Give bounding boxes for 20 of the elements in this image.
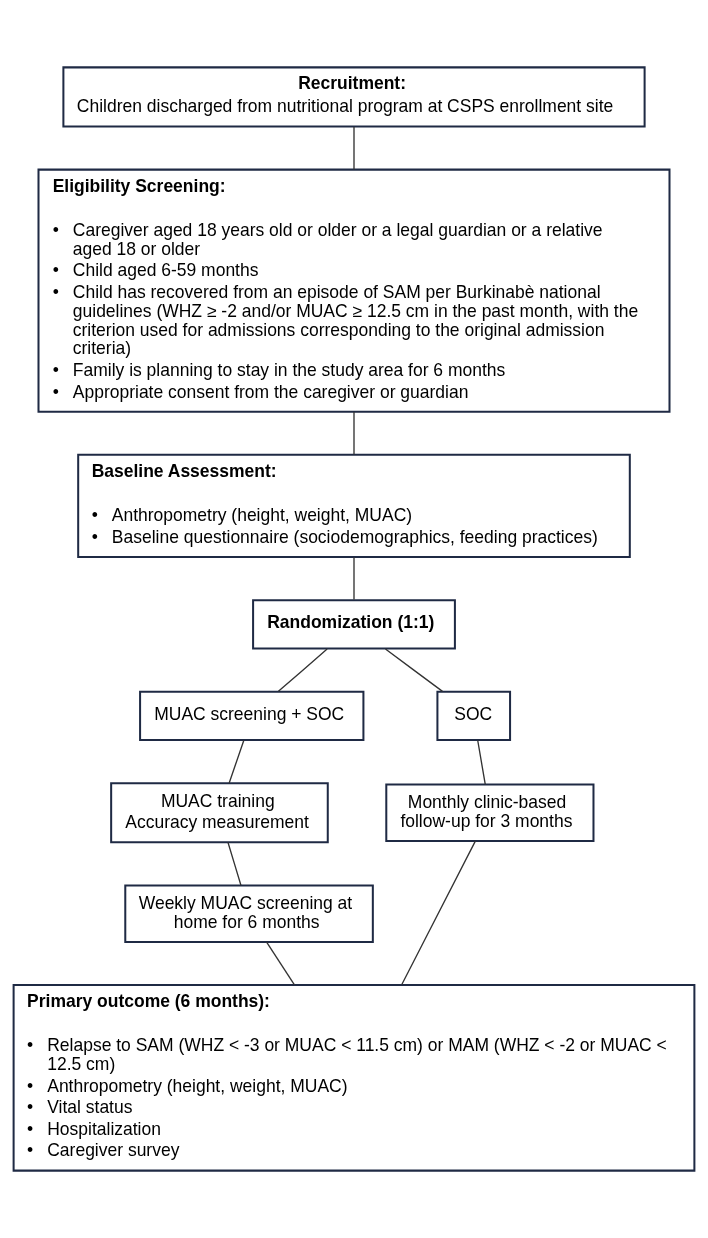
connector [401, 840, 476, 986]
connector [228, 739, 245, 784]
connector [353, 556, 355, 601]
node-box: Eligibility Screening: • Caregiver aged 18 years old or older or a legal guardian or a relative aged 18 or older • Child aged 6-59 months • Child has recovered from an episode of SAM per Burkinabè national guidelines (WHZ ≥ -2 and/or MUAC ≥ 12.5 cm in the past month, with the criterion used for admissions corresponding to the original admission criteria) • Family is planning to stay in the study area for 6 months • Appropriate consent from the caregiver or guardian [37, 168, 671, 413]
connector [265, 941, 296, 986]
node-box: MUAC training Accuracy measurement [110, 782, 329, 844]
node-box: Randomization (1:1) [252, 599, 456, 650]
connector [353, 126, 355, 171]
node-box: Weekly MUAC screening at home for 6 months [124, 884, 374, 943]
node-box: Primary outcome (6 months): • Relapse to SAM (WHZ < -3 or MUAC < 11.5 cm) or MAM (WHZ < -2 or MUAC < 12.5 cm) • Anthropometry (height, weight, MUAC) • Vital status • Hospitalization • Caregiver survey [12, 983, 696, 1172]
connector [353, 411, 355, 456]
node-box: Monthly clinic-based follow-up for 3 months [385, 783, 595, 842]
connector [384, 648, 444, 693]
connector [477, 739, 486, 786]
node-box: Baseline Assessment: • Anthropometry (height, weight, MUAC) • Baseline questionnaire (sociodemographics, feeding practices) [77, 453, 631, 559]
connector [277, 648, 328, 693]
node-box: SOC [436, 690, 512, 742]
node-box: Recruitment: Children discharged from nutritional program at CSPS enrollment site [62, 66, 646, 128]
node-box: MUAC screening + SOC [139, 690, 365, 742]
connector [227, 841, 242, 886]
